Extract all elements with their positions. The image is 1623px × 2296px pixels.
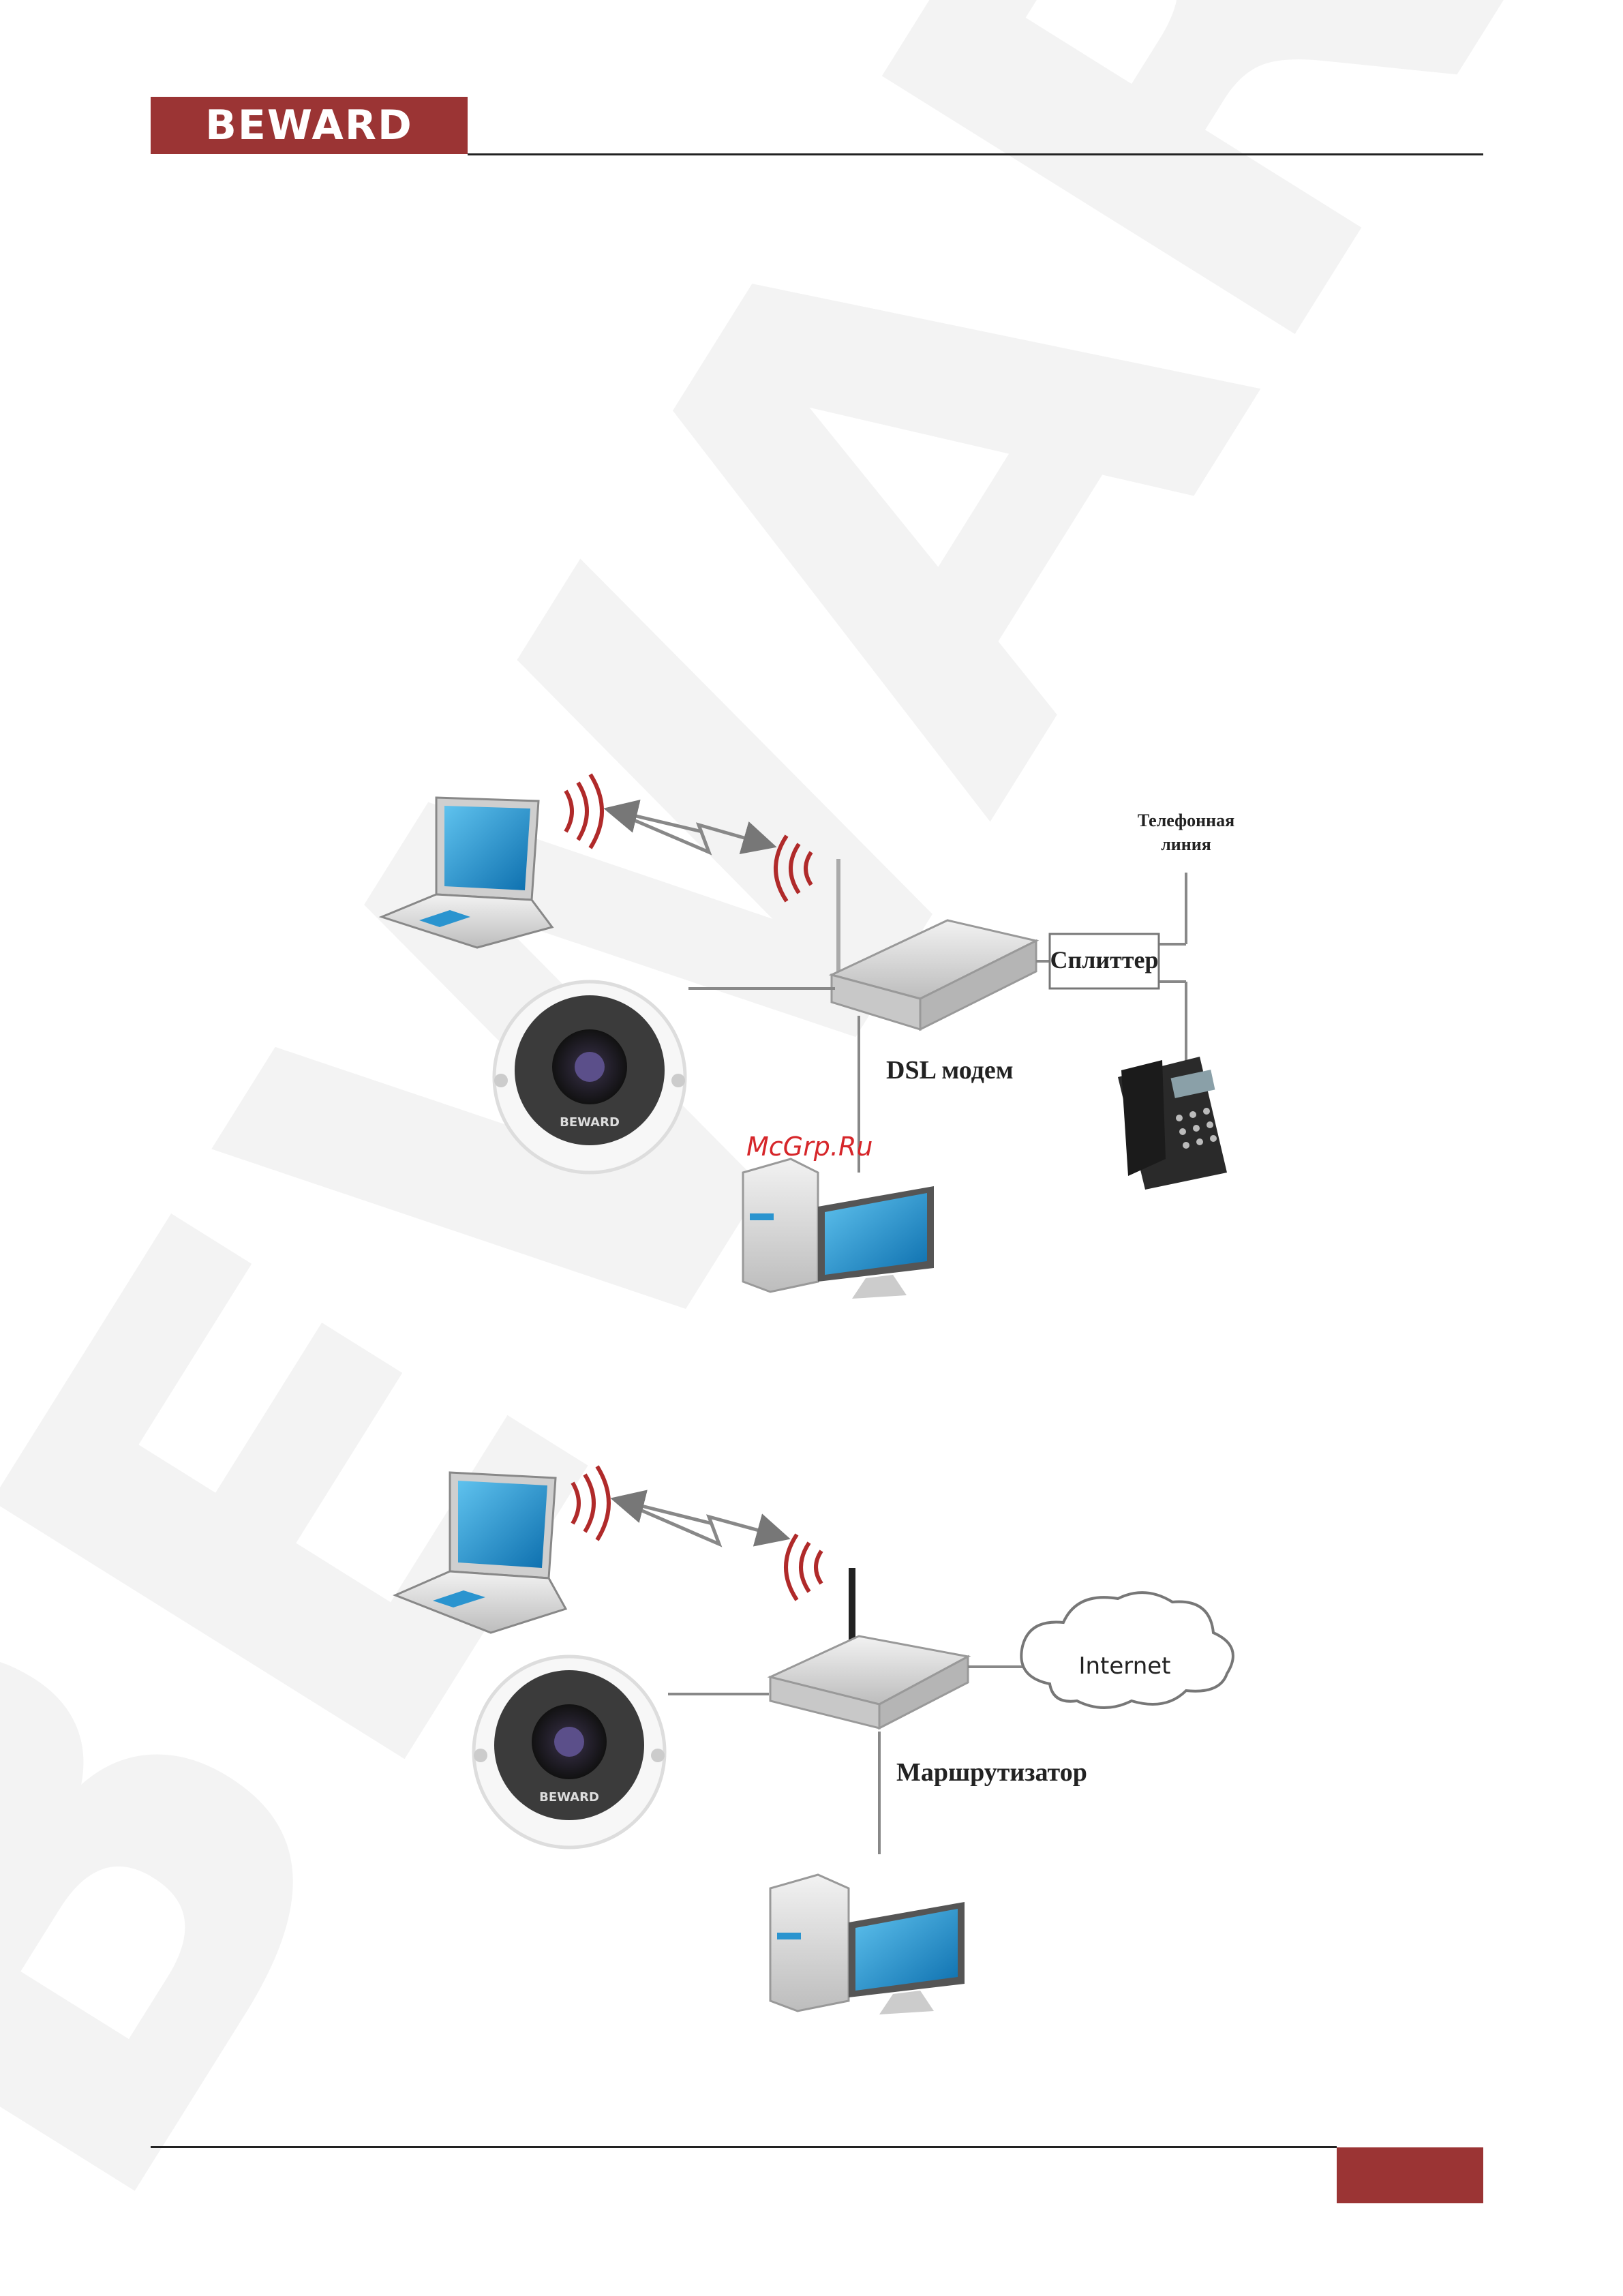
phone-line-label: Телефонная: [1138, 811, 1234, 830]
splitter-label: Сплиттер: [1050, 946, 1158, 973]
laptop-icon: [382, 798, 552, 948]
modem-signal-icon: [776, 836, 811, 901]
wireless-link-icon: [610, 810, 770, 852]
desktop-computer-icon-2: [770, 1875, 965, 2014]
footer-rule: [151, 2146, 1337, 2148]
phone-line-label-2: линия: [1161, 834, 1211, 854]
page-number-box: [1337, 2147, 1483, 2203]
telephone-icon: [1118, 1057, 1227, 1190]
dsl-connections: [688, 873, 1186, 1173]
dsl-modem-label: DSL модем: [886, 1056, 1014, 1085]
desktop-computer-icon: [743, 1159, 934, 1299]
router-icon: [770, 1568, 968, 1728]
laptop-signal-icon: [566, 774, 602, 848]
internet-cloud-icon: Internet: [1021, 1592, 1233, 1708]
router-diagram: Internet Маршрутизатор BEWARD: [395, 1466, 1233, 2014]
camera-icon-2: BEWARD: [474, 1657, 665, 1847]
router-signal-icon: [786, 1535, 821, 1600]
laptop-icon-2: [395, 1472, 566, 1633]
internet-label: Internet: [1078, 1652, 1170, 1680]
laptop-signal-icon-2: [573, 1466, 609, 1540]
camera-brand-text-2: BEWARD: [539, 1790, 599, 1804]
wireless-link-icon-2: [617, 1500, 784, 1544]
camera-brand-text: BEWARD: [560, 1115, 620, 1130]
router-label: Маршрутизатор: [896, 1758, 1087, 1787]
dsl-diagram: Сплиттер Телефонная линия DSL модем BEWA…: [382, 774, 1234, 1299]
dsl-modem-icon: [832, 859, 1036, 1029]
camera-icon: BEWARD: [494, 982, 685, 1173]
site-watermark: McGrp.Ru: [746, 1132, 873, 1162]
